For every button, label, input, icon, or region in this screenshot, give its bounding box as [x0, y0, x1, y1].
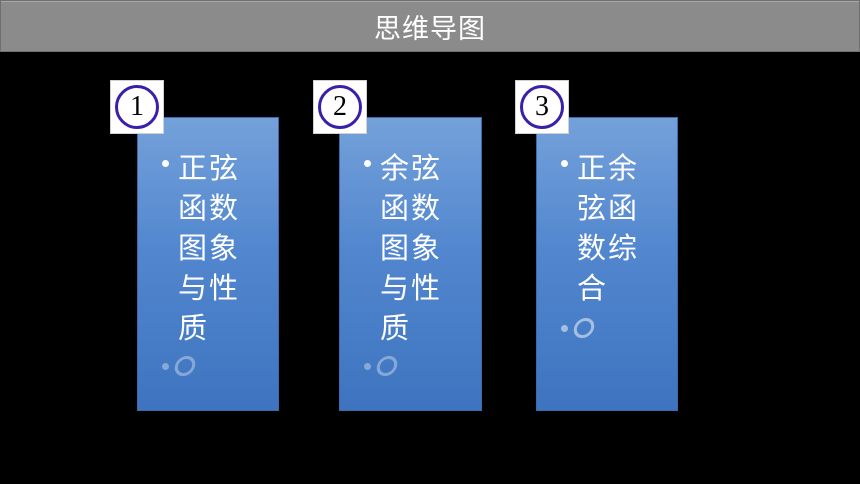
card-text: 正弦函数图象与性质: [178, 151, 241, 345]
bullet-icon: [561, 160, 568, 167]
empty-circle-icon: [571, 318, 597, 338]
bullet-icon: [364, 160, 371, 167]
card-text: 余弦函数图象与性质: [380, 151, 443, 345]
mindmap-card-3[interactable]: 正余弦函数综合: [536, 117, 678, 411]
badge-number: 1: [130, 91, 144, 122]
mindmap-card-2[interactable]: 余弦函数图象与性质: [339, 117, 482, 411]
card-text: 正余弦函数综合: [577, 151, 640, 305]
bullet-icon: [162, 160, 169, 167]
bullet-icon: [561, 324, 568, 332]
placeholder-bullet: [162, 356, 198, 376]
badge-number: 2: [333, 91, 347, 122]
badge-number: 3: [535, 91, 549, 122]
mindmap-card-1[interactable]: 正弦函数图象与性质: [137, 117, 279, 411]
card-bullet-row: 余弦函数图象与性质: [364, 148, 442, 348]
card-bullet-row: 正余弦函数综合: [561, 148, 639, 308]
bullet-icon: [162, 362, 169, 370]
number-badge-3: 3: [515, 80, 569, 134]
number-badge-2: 2: [313, 80, 367, 134]
number-badge-1: 1: [110, 80, 164, 134]
title-bar: 思维导图: [0, 0, 860, 52]
empty-circle-icon: [172, 356, 198, 376]
empty-circle-icon: [374, 356, 400, 376]
badge-circle: 1: [115, 85, 159, 129]
badge-circle: 3: [520, 85, 564, 129]
page-title: 思维导图: [374, 13, 486, 45]
placeholder-bullet: [561, 318, 597, 338]
badge-circle: 2: [318, 85, 362, 129]
card-bullet-row: 正弦函数图象与性质: [162, 148, 240, 348]
placeholder-bullet: [364, 356, 400, 376]
bullet-icon: [364, 362, 371, 370]
